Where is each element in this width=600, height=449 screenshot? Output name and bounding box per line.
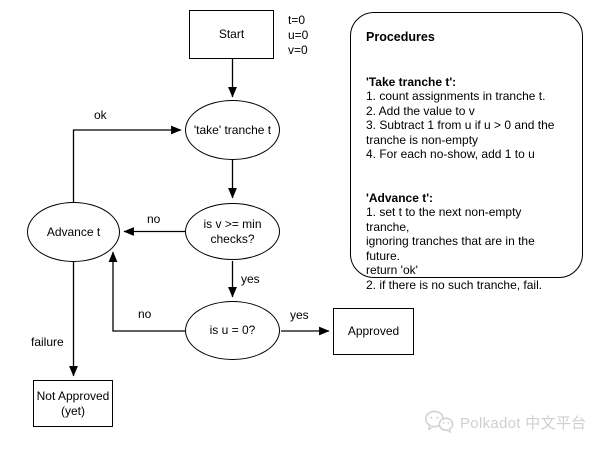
procedure-heading: 'Advance t': [366,190,434,205]
edge-label-no-checks: no [147,212,161,226]
watermark: Polkadot 中文平台 [423,409,586,436]
check-v-node: is v >= min checks? [185,203,280,260]
procedure-body: 1. set t to the next non-empty tranche, … [366,205,543,292]
approved-node: Approved [333,308,414,355]
init-variables-text: t=0 u=0 v=0 [288,13,309,57]
edge-label-ok: ok [94,108,107,122]
not-approved-node: Not Approved (yet) [33,380,113,427]
take-tranche-node: 'take' tranche t [185,100,280,160]
edge-label-no-u: no [138,307,152,321]
procedures-title: Procedures [366,30,435,44]
edge-label-failure: failure [31,335,64,349]
procedure-advance-t: 'Advance t': 1. set t to the next non-em… [366,191,568,293]
watermark-text: Polkadot 中文平台 [460,415,587,432]
edge-label-yes-u: yes [290,308,309,322]
wechat-icon [423,409,456,436]
procedure-body: 1. count assignments in tranche t. 2. Ad… [366,89,555,161]
check-u-node: is u = 0? [185,301,280,360]
procedure-heading: 'Take tranche t': [366,74,457,89]
edge-label-yes-checks: yes [241,272,260,286]
advance-t-node: Advance t [27,202,120,262]
procedure-take-tranche: 'Take tranche t': 1. count assignments i… [366,75,568,162]
start-node: Start [189,10,274,59]
procedures-box: Procedures 'Take tranche t': 1. count as… [350,12,583,292]
edge-advance-ok-to-take [72,125,182,202]
